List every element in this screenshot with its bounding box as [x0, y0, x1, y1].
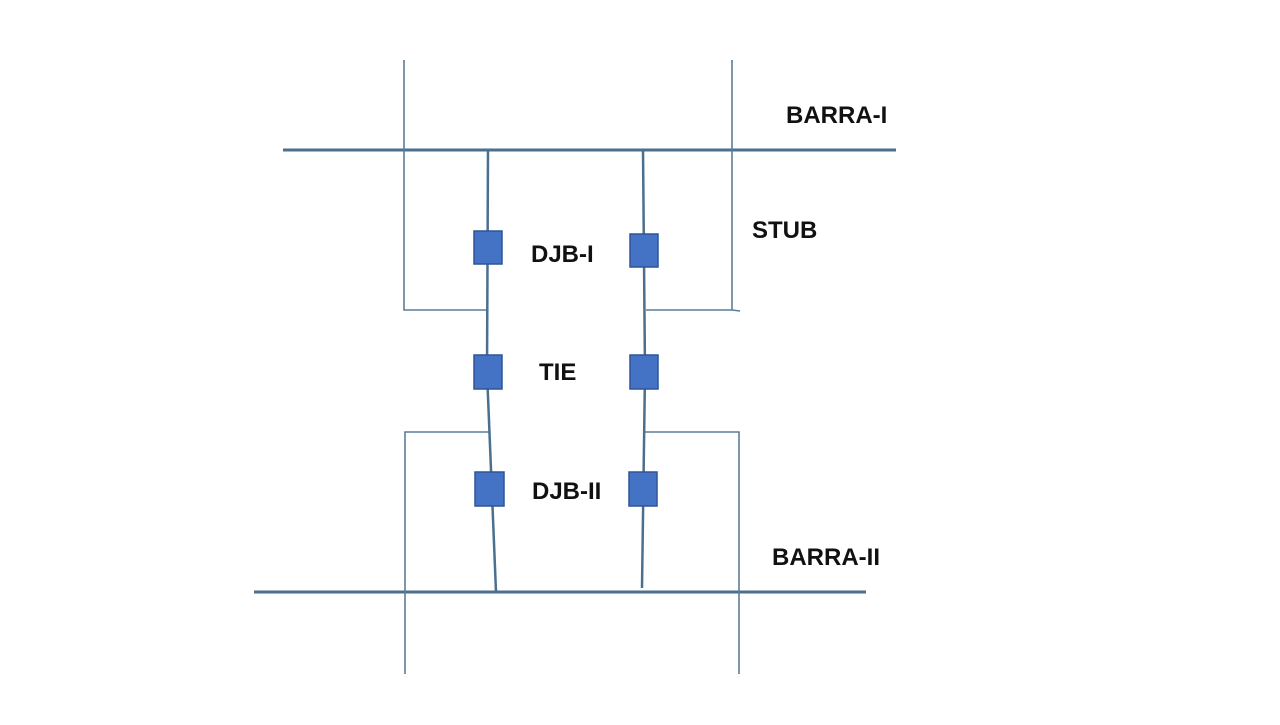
breaker-djb1-left: [473, 230, 503, 265]
stub-tail: [731, 309, 741, 312]
breaker-djb1-right: [629, 233, 659, 268]
stub-loop-upper-right: [646, 60, 733, 311]
breaker-tie-right: [629, 354, 659, 390]
stub-loop-upper: [403, 60, 488, 311]
lower-loop-left: [404, 431, 489, 674]
breaker-djb2-left: [474, 471, 505, 507]
breaker-djb2-right: [628, 471, 658, 507]
label-breaker-2: DJB-II: [532, 478, 601, 505]
label-stub: STUB: [752, 217, 817, 244]
label-bus-1: BARRA-I: [786, 102, 887, 129]
label-tie: TIE: [539, 359, 576, 386]
lower-loop-right: [643, 431, 740, 674]
breaker-tie-left: [473, 354, 503, 390]
label-breaker-1: DJB-I: [531, 241, 594, 268]
label-bus-2: BARRA-II: [772, 544, 880, 571]
